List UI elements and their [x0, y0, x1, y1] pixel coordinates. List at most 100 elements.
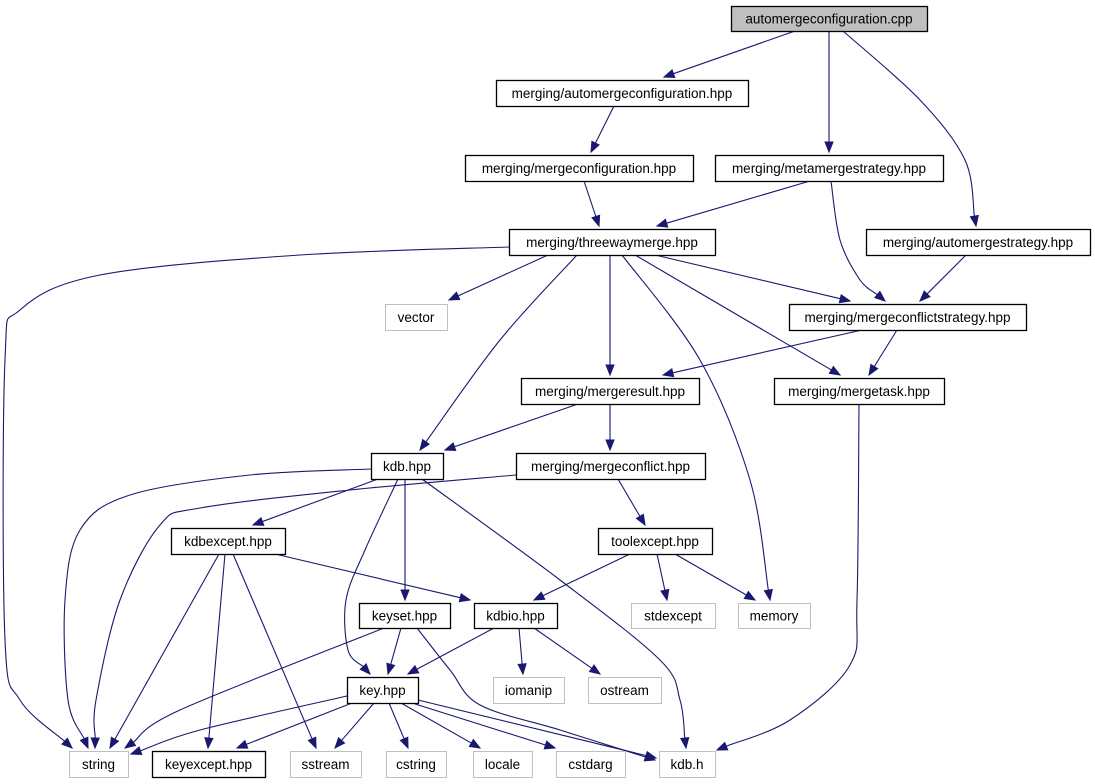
edge-toolexcept-to-memory [674, 553, 757, 601]
arrowhead-icon [715, 741, 729, 751]
node-label: stdexcept [644, 609, 702, 624]
edge-mc-to-twm [583, 180, 601, 228]
edge-twm-to-memory [621, 254, 773, 602]
arrowhead-icon [543, 740, 557, 750]
edge-mms-to-mcs [830, 180, 887, 302]
node-kdbexcept[interactable]: kdbexcept.hpp [170, 527, 287, 556]
arrowhead-icon [251, 516, 265, 526]
edge-kdbexcept-to-kdbio [274, 553, 472, 603]
edge-kdbexcept-to-keyexcept [204, 553, 226, 750]
node-box [773, 377, 946, 406]
arrowhead-icon [655, 218, 669, 228]
edge-line [2, 246, 510, 742]
node-amc[interactable]: merging/automergeconfiguration.hpp [495, 79, 750, 108]
node-mms[interactable]: merging/metamergestrategy.hpp [714, 154, 945, 183]
edge-keyset-to-string [123, 627, 385, 749]
edge-kdbio-to-ostream [533, 627, 602, 675]
node-label: merging/mergeconflictstrategy.hpp [804, 310, 1010, 325]
arrowhead-icon [824, 141, 834, 154]
node-cstdarg[interactable]: cstdarg [556, 751, 626, 778]
nodes-layer: automergeconfiguration.cpp merging/autome… [69, 5, 1092, 779]
arrowhead-icon [307, 736, 317, 750]
node-toolexcept[interactable]: toolexcept.hpp [597, 527, 714, 556]
node-mt[interactable]: merging/mergetask.hpp [773, 377, 946, 406]
node-box [493, 677, 565, 704]
edge-kdbexcept-to-string [109, 553, 220, 750]
node-stdexcept[interactable]: stdexcept [631, 603, 716, 629]
edge-line [411, 702, 546, 746]
node-box [151, 750, 267, 779]
edge-line [542, 553, 631, 597]
edge-kdbhpp-to-string [63, 468, 372, 750]
node-sstream[interactable]: sstream [290, 751, 362, 778]
node-label: kdb.hpp [383, 459, 431, 474]
node-memory[interactable]: memory [738, 603, 811, 629]
node-label: kdbexcept.hpp [184, 534, 272, 549]
edge-ams-to-mcs [919, 254, 967, 302]
node-box [386, 751, 447, 778]
arrowhead-icon [61, 737, 73, 749]
node-kdbhpp[interactable]: kdb.hpp [370, 452, 445, 481]
node-box [473, 602, 559, 630]
edge-mcf-to-toolexcept [617, 478, 646, 527]
arrowhead-icon [969, 214, 979, 228]
node-kdbio[interactable]: kdbio.hpp [473, 602, 559, 630]
node-keyset[interactable]: keyset.hpp [358, 602, 452, 630]
edge-line [425, 254, 578, 443]
edge-toolexcept-to-stdexcept [656, 553, 670, 602]
edge-kdbhpp-to-kdbexcept [251, 478, 379, 526]
edge-line [390, 627, 402, 665]
edge-line [656, 553, 666, 591]
arrowhead-icon [919, 290, 931, 302]
edge-line [114, 553, 220, 740]
arrowhead-icon [605, 364, 615, 377]
edge-line [400, 702, 472, 744]
edge-line [518, 627, 523, 665]
node-mr[interactable]: merging/mergeresult.hpp [520, 377, 701, 406]
edge-line [726, 403, 860, 747]
node-kdbh[interactable]: kdb.h [659, 751, 716, 778]
node-locale[interactable]: locale [473, 751, 533, 778]
edge-line [140, 695, 348, 752]
arrowhead-icon [763, 588, 773, 602]
arrowhead-icon [868, 363, 879, 377]
edge-line [63, 468, 372, 740]
node-label: cstring [396, 757, 436, 772]
node-twm[interactable]: merging/threewaymerge.hpp [508, 228, 717, 257]
node-box [346, 676, 420, 705]
edge-line [634, 254, 832, 371]
node-label: merging/automergestrategy.hpp [883, 235, 1073, 250]
edge-mcs-to-mr [661, 329, 863, 378]
arrowhead-icon [661, 368, 675, 378]
edge-line [654, 254, 841, 300]
arrowhead-icon [90, 737, 100, 750]
node-mcs[interactable]: merging/mergeconflictstrategy.hpp [788, 303, 1028, 332]
arrowhead-icon [419, 438, 431, 452]
arrowhead-icon [406, 664, 420, 675]
node-ostream[interactable]: ostream [588, 677, 662, 704]
node-box [730, 5, 929, 33]
edge-kdbio-to-key [406, 627, 495, 675]
node-mc[interactable]: merging/mergeconfiguration.hpp [464, 154, 695, 183]
edge-line [533, 627, 593, 669]
edge-line [208, 553, 226, 739]
node-label: merging/mergeconflict.hpp [531, 459, 690, 474]
node-key[interactable]: key.hpp [346, 676, 420, 705]
node-string[interactable]: string [69, 751, 129, 778]
node-ams[interactable]: merging/automergestrategy.hpp [865, 228, 1092, 257]
node-vector[interactable]: vector [385, 304, 448, 331]
edge-mr-to-mcf [605, 404, 615, 452]
arrowhead-icon [123, 738, 137, 749]
node-mcf[interactable]: merging/mergeconflict.hpp [515, 452, 707, 481]
node-cstring[interactable]: cstring [386, 751, 447, 778]
arrowhead-icon [532, 591, 546, 601]
edge-line [421, 478, 686, 739]
edge-line [457, 254, 549, 297]
node-box [473, 751, 533, 778]
node-label: merging/mergetask.hpp [788, 384, 930, 399]
arrowhead-icon [838, 293, 852, 304]
node-iomanip[interactable]: iomanip [493, 677, 565, 704]
node-root[interactable]: automergeconfiguration.cpp [730, 5, 929, 33]
node-keyexcept[interactable]: keyexcept.hpp [151, 750, 267, 779]
edge-line [926, 254, 967, 295]
